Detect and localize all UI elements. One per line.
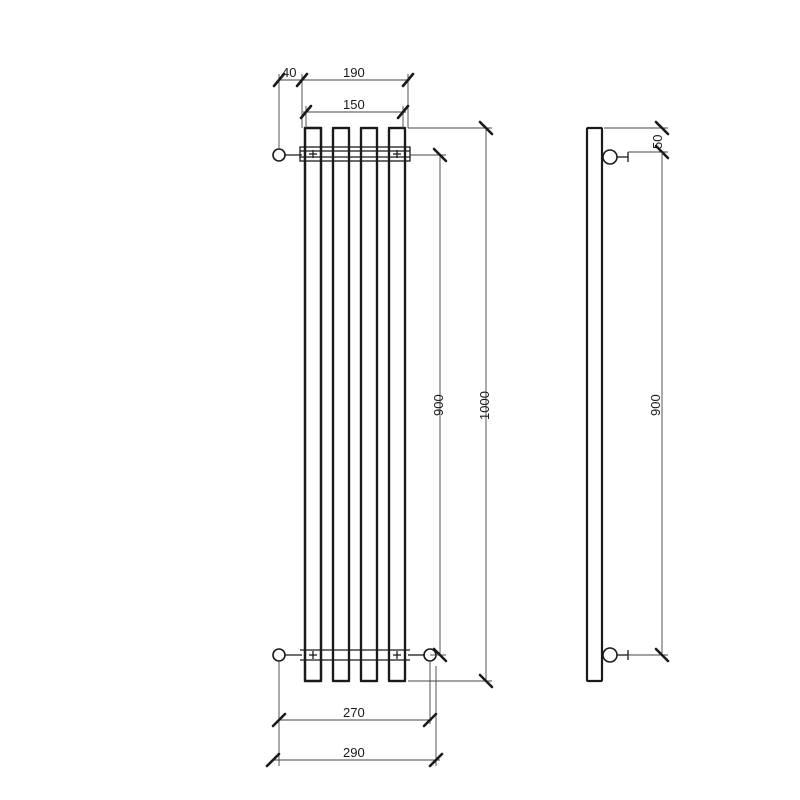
- radiator-tube-3: [359, 126, 379, 683]
- dimension-label-40: 40: [282, 65, 296, 80]
- dimension-label-900-side: 900: [648, 394, 663, 416]
- radiator-tube-1: [303, 126, 323, 683]
- dimension-label-50: 50: [650, 135, 665, 149]
- dimension-label-290: 290: [343, 745, 365, 760]
- bottom-left-wall-pin: [272, 648, 302, 662]
- side-bottom-wall-bracket: [602, 647, 629, 663]
- dimension-900-front: 900: [410, 147, 448, 663]
- dimension-150: 150: [299, 97, 410, 128]
- dimension-900-side: 900: [628, 152, 670, 663]
- radiator-tube-2: [331, 126, 351, 683]
- dimension-1000: 1000: [408, 120, 494, 689]
- top-left-wall-pin: [272, 148, 302, 162]
- front-view: 40 190 150 900 1000: [265, 65, 494, 768]
- dimension-190: 40 190: [272, 65, 415, 150]
- dimension-50: 50: [604, 120, 670, 160]
- dimension-label-1000: 1000: [477, 391, 492, 420]
- side-top-wall-bracket: [602, 149, 629, 165]
- dimension-290: 290: [265, 745, 444, 768]
- side-view-tube: [585, 126, 604, 683]
- dimension-label-150: 150: [343, 97, 365, 112]
- mount-cross-markers: [309, 150, 401, 659]
- dimension-label-270: 270: [343, 705, 365, 720]
- bottom-header-bar: [300, 649, 410, 661]
- dimension-270: 270: [271, 661, 438, 766]
- dimension-label-190: 190: [343, 65, 365, 80]
- side-view: 50 900: [585, 120, 670, 683]
- radiator-tube-4: [387, 126, 407, 683]
- dimension-label-900-front: 900: [431, 394, 446, 416]
